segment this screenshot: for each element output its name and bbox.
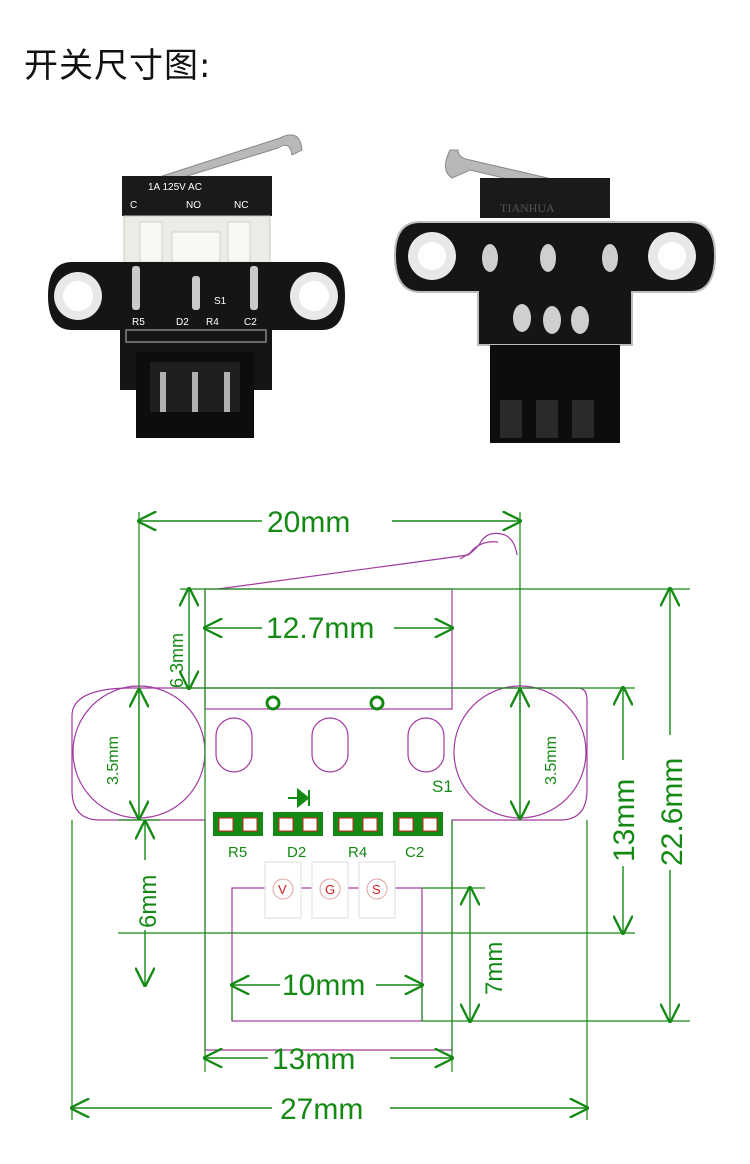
dim-connector-width: 10mm: [282, 969, 365, 1002]
dim-total-width: 20mm: [267, 506, 350, 539]
front-photo: 1A 125V AC C NO NC S1 R5 D2 R4 C2: [48, 134, 345, 438]
svg-text:TIANHUA: TIANHUA: [500, 201, 555, 215]
dim-switch-width: 12.7mm: [266, 612, 374, 645]
dim-board-width: 27mm: [280, 1093, 363, 1126]
svg-text:D2: D2: [176, 317, 189, 328]
label-r5: R5: [228, 844, 247, 861]
dimension-lines: [72, 521, 670, 1108]
dim-switch-height: 6.3mm: [167, 633, 187, 688]
label-d2: D2: [287, 844, 306, 861]
label-s1: S1: [432, 777, 453, 796]
pin-s-label: S: [372, 882, 381, 897]
label-r4: R4: [348, 844, 367, 861]
svg-text:R4: R4: [206, 317, 219, 328]
back-photo: TIANHUA: [393, 149, 717, 443]
smd-pads: [213, 787, 443, 836]
connector-pins: [264, 861, 396, 919]
dim-overall-height: 22.6mm: [656, 758, 689, 866]
pin-v-label: V: [278, 882, 287, 897]
dimension-drawing: R5 D2 R4 C2 S1 V G S: [72, 506, 690, 1126]
terminal-nc-label: NC: [234, 200, 248, 211]
switch-body: [122, 176, 272, 216]
dim-board-middle: 13mm: [272, 1043, 355, 1076]
dim-hole-right: 3.5mm: [543, 736, 560, 785]
label-c2: C2: [405, 844, 424, 861]
svg-text:R5: R5: [132, 317, 145, 328]
svg-text:C2: C2: [244, 317, 257, 328]
dim-board-height: 13mm: [608, 779, 641, 862]
dim-connector-height: 7mm: [481, 942, 508, 995]
dim-tab-height: 6mm: [135, 875, 162, 928]
pin-g-label: G: [325, 882, 335, 897]
dim-hole-left: 3.5mm: [105, 736, 122, 785]
terminal-no-label: NO: [186, 200, 201, 211]
svg-text:1A 125V AC: 1A 125V AC: [148, 182, 202, 193]
page-title: 开关尺寸图:: [24, 46, 212, 86]
terminal-c-label: C: [130, 200, 137, 211]
svg-text:S1: S1: [214, 296, 227, 307]
